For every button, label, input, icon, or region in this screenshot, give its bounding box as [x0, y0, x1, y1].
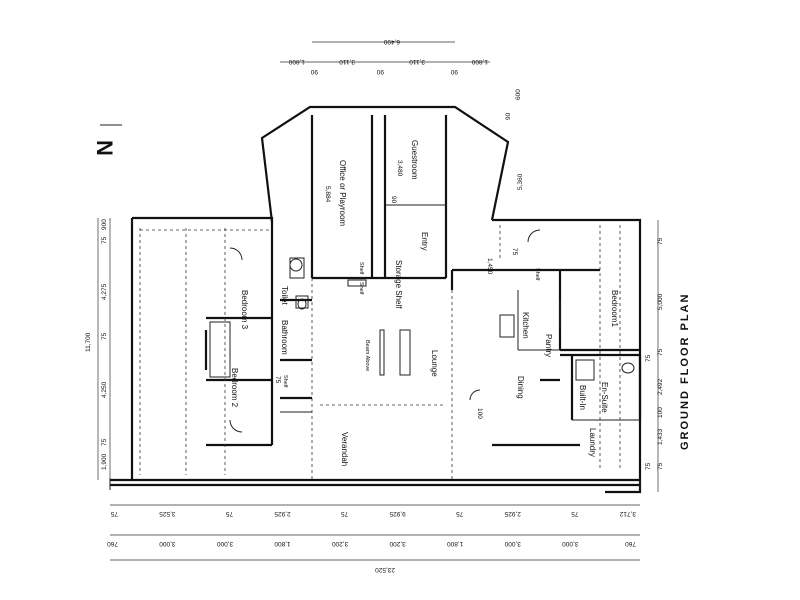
dim-top-d2: 90 — [310, 68, 318, 75]
dim-bottom-value: 75 — [225, 510, 233, 517]
dim-guest-length: 3,480 — [396, 160, 403, 177]
inner-dimensions: 5,884 3,480 90 1,450 75 100 75 — [274, 160, 518, 419]
label-beam-above: Beam Above — [364, 340, 370, 371]
dim-left-b: 75 — [101, 236, 108, 244]
label-shelf-a: Shelf — [358, 262, 364, 275]
dim-b-small: 75 — [274, 376, 281, 384]
outer-walls — [109, 105, 642, 494]
dim-bottom-value: 3,000 — [562, 540, 579, 547]
right-dimensions: 75 5,000 75 75 2,492 100 1,433 75 75 — [645, 220, 664, 492]
bottom-dimensions-row-2: 760 3,000 3,000 1,800 3,200 3,200 1,800 3,000 3,… — [107, 540, 636, 547]
room-bedroom1: Bedroom1 — [610, 290, 619, 327]
room-storage-shelf: Storage Shelf — [394, 260, 403, 309]
dim-right-d: 75 — [645, 354, 652, 362]
dim-top-d6: 90 — [450, 68, 458, 75]
dim-bottom-value: 75 — [341, 510, 349, 517]
dim-left-g: 1,900 — [101, 453, 108, 470]
dim-bottom-value: 760 — [107, 540, 118, 547]
room-bedroom3: Bedroom 3 — [240, 290, 249, 330]
dim-top-d7: 1,800 — [471, 58, 488, 65]
dim-right-90: 90 — [505, 112, 512, 120]
dim-bottom-value: 3,000 — [159, 540, 176, 547]
dim-bottom-value: 3,200 — [389, 540, 406, 547]
dim-bottom-value: 3,000 — [504, 540, 521, 547]
dim-left-a: 900 — [101, 219, 108, 230]
room-office: Office or Playroom — [338, 160, 347, 226]
dim-right-c: 75 — [657, 348, 664, 356]
dim-bottom-value: 2,925 — [274, 510, 291, 517]
dim-office-length: 5,884 — [324, 186, 331, 203]
north-arrow: N — [92, 124, 122, 156]
dim-left-d: 75 — [101, 332, 108, 340]
dim-left-overall: 11,700 — [85, 332, 92, 352]
room-labels: Office or Playroom Guestroom Entry Bedro… — [230, 140, 619, 466]
left-dimensions: 11,700 900 75 4,275 75 4,250 75 1,900 — [85, 218, 111, 480]
dim-top-d1: 1,800 — [288, 58, 305, 65]
north-label: N — [92, 140, 117, 156]
bottom-dimensions-row-1: 3,712 75 2,925 75 9,925 75 2,925 75 3,525 75 — [110, 510, 636, 517]
dim-bottom-value: 9,925 — [389, 510, 406, 517]
label-shelf-b: Shelf — [358, 282, 364, 295]
top-dimensions: 6,490 1,800 90 3,110 90 3,110 90 1,800 9… — [280, 38, 524, 190]
dashed-lines — [139, 225, 621, 480]
dim-bottom-value: 760 — [625, 540, 636, 547]
fixtures — [209, 229, 635, 433]
dim-right-e: 2,492 — [657, 378, 664, 395]
toilet-fixture — [295, 295, 309, 309]
dim-top-d4: 90 — [376, 68, 384, 75]
label-shelf-d: Shelf — [534, 268, 540, 281]
room-laundry: Laundry — [588, 428, 597, 457]
plan-title: GROUND FLOOR PLAN — [679, 293, 691, 450]
dim-top-d5: 3,110 — [409, 58, 425, 65]
lounge-item-1 — [399, 329, 411, 376]
dim-closet: 90 — [390, 196, 397, 204]
dim-bath-small: 100 — [476, 408, 483, 419]
dim-right-g: 1,433 — [657, 428, 664, 445]
dim-right-f: 100 — [657, 407, 664, 418]
dim-left-f: 75 — [101, 438, 108, 446]
room-entry: Entry — [420, 232, 429, 251]
dim-right-5360: 5,360 — [517, 173, 524, 190]
dim-right-i: 75 — [645, 462, 652, 470]
dim-left-e: 4,250 — [101, 381, 108, 398]
room-guestroom: Guestroom — [410, 140, 419, 180]
room-builtin: Built-In — [578, 385, 587, 410]
dim-bottom-overall: 23,520 — [375, 566, 395, 573]
ensuite-fixture — [575, 359, 595, 381]
dim-top-overall: 6,490 — [383, 38, 400, 45]
room-bedroom2: Bedroom 2 — [230, 368, 239, 408]
room-bathroom: Bathroom — [280, 320, 289, 355]
room-verandah: Verandah — [340, 432, 349, 466]
dim-right-600: 600 — [515, 89, 522, 100]
dim-bottom-value: 2,925 — [504, 510, 521, 517]
dim-bottom-value: 3,712 — [619, 510, 636, 517]
dim-bottom-value: 75 — [110, 510, 118, 517]
room-ensuite: En-Suite — [600, 382, 609, 413]
dim-bottom-value: 3,000 — [216, 540, 233, 547]
dim-k2: 75 — [511, 248, 518, 256]
dim-top-d3: 3,110 — [339, 58, 355, 65]
kitchen-fixture — [499, 314, 515, 338]
dim-k1: 1,450 — [486, 258, 493, 275]
dim-bottom-value: 3,200 — [332, 540, 349, 547]
interior-walls — [204, 115, 642, 447]
dim-right-h: 75 — [657, 462, 664, 470]
room-toilet: Toilet — [280, 286, 289, 305]
label-shelf-c: Shelf — [282, 375, 288, 388]
dim-left-c: 4,275 — [101, 283, 108, 300]
stair-box — [289, 257, 305, 279]
dim-bottom-value: 75 — [456, 510, 464, 517]
bath-fixture — [209, 321, 231, 378]
dim-bottom-value: 1,800 — [274, 540, 291, 547]
dim-bottom-value: 3,525 — [159, 510, 176, 517]
room-lounge: Lounge — [430, 350, 439, 377]
dim-bottom-value: 75 — [571, 510, 579, 517]
room-pantry: Pantry — [544, 334, 553, 357]
dim-right-a: 75 — [657, 237, 664, 245]
room-kitchen: Kitchen — [521, 312, 530, 339]
dim-right-b: 5,000 — [657, 293, 664, 310]
room-dining: Dining — [516, 376, 525, 399]
dim-bottom-value: 1,800 — [447, 540, 464, 547]
